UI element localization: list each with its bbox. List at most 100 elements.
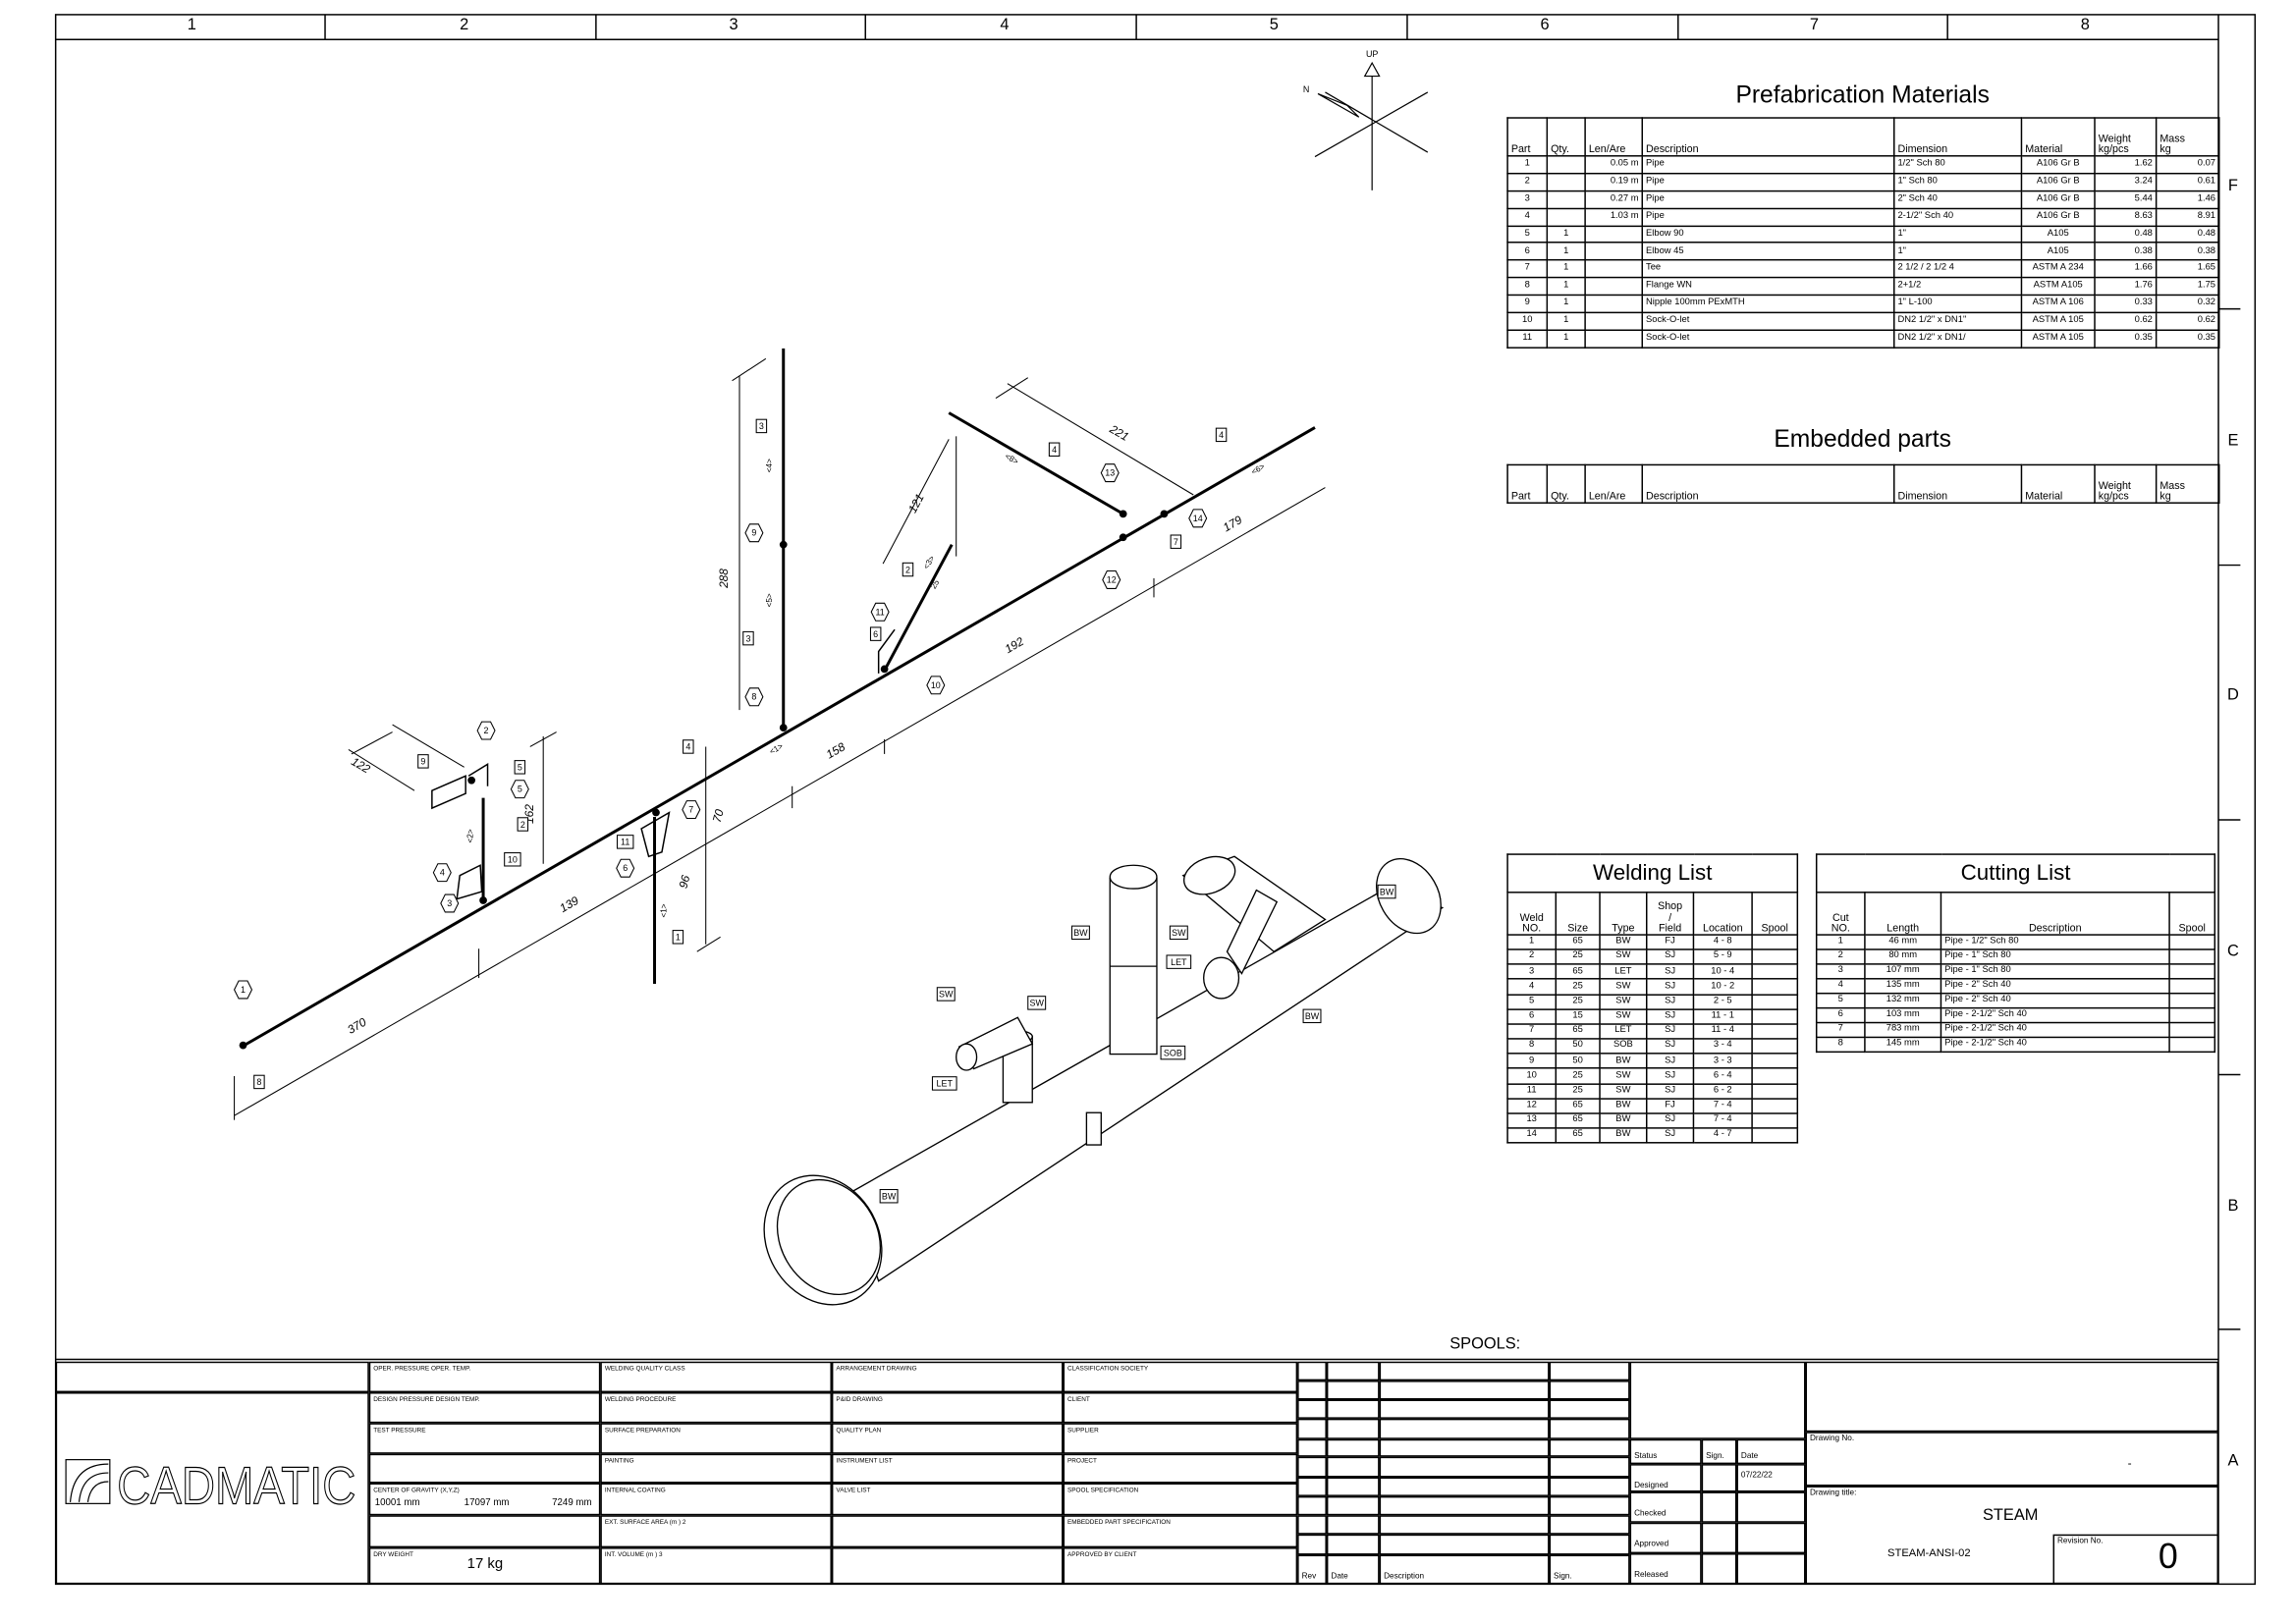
column-header: Length: [1864, 892, 1942, 936]
table-cell: 7: [1815, 1021, 1866, 1039]
weld-balloon: 7: [682, 800, 701, 820]
drawing-title-label: Drawing title:: [1809, 1489, 1857, 1498]
table-cell: 3: [1506, 963, 1558, 981]
column-header: Weld NO.: [1506, 892, 1558, 936]
part-tag-number: 10: [508, 855, 518, 865]
grid-row-label: B: [2227, 1197, 2239, 1216]
part-tag-number: 4: [1219, 430, 1224, 440]
table-cell: 65: [1555, 1127, 1601, 1144]
column-header: Type: [1599, 892, 1648, 936]
model-weld-label: BW: [1302, 1008, 1322, 1024]
title-block-field: ARRANGEMENT DRAWING: [831, 1361, 1064, 1393]
table-cell: 1": [1892, 224, 2023, 244]
revision-cell: [1326, 1515, 1380, 1535]
table-cell: 1: [1546, 224, 1586, 244]
table-cell: 0.48: [2155, 224, 2220, 244]
table-cell: 25: [1555, 1067, 1601, 1085]
revision-cell: [1549, 1418, 1630, 1439]
revision-header: Rev: [1297, 1554, 1327, 1585]
table-cell: 10: [1506, 1067, 1558, 1085]
table-cell: A106 Gr B: [2020, 155, 2096, 175]
revision-cell: [1549, 1361, 1630, 1381]
weld-balloon: 5: [510, 780, 529, 799]
column-header: Qty.: [1546, 463, 1586, 504]
status-cell: 07/22/22: [1736, 1464, 1806, 1492]
revision-cell: [1379, 1361, 1550, 1381]
title-block-field: [368, 1515, 601, 1548]
table-title: Cutting List: [1815, 853, 2216, 893]
table-cell: [1584, 277, 1644, 297]
table-cell: 6 - 2: [1692, 1082, 1753, 1100]
revision-cell: [1297, 1477, 1327, 1496]
title-block-field: EXT. SURFACE AREA (m ) 2: [600, 1515, 832, 1548]
table-cell: SJ: [1645, 1023, 1695, 1040]
table-cell: 1: [1506, 155, 1549, 175]
table-cell: 0.62: [2094, 311, 2158, 331]
table-cell: 8: [1506, 277, 1549, 297]
revision-no-cell: Revision No.: [2052, 1534, 2219, 1585]
title-block-field: [368, 1453, 601, 1484]
revision-cell: [1549, 1438, 1630, 1457]
grid-column-label: 1: [187, 16, 196, 34]
title-block-field: SUPPLIER: [1063, 1423, 1298, 1454]
column-header: Part: [1506, 117, 1549, 157]
table-cell: 5: [1506, 224, 1549, 244]
title-block-field: [831, 1547, 1064, 1585]
table-cell: 1.66: [2094, 259, 2158, 279]
table-cell: 1.46: [2155, 189, 2220, 209]
weld-balloon-number: 5: [518, 785, 522, 794]
table-cell: [1751, 1023, 1799, 1040]
table-cell: 2: [1506, 948, 1558, 966]
table-cell: 5 - 9: [1692, 948, 1753, 966]
size-tag: <1>: [768, 741, 785, 756]
part-tag: 3: [755, 418, 768, 434]
table-cell: 65: [1555, 934, 1601, 950]
size-tag: <4>: [765, 459, 774, 472]
revision-no-label: Revision No.: [2056, 1537, 2104, 1546]
table-cell: ASTM A 234: [2020, 259, 2096, 279]
dimension-label: 221: [1107, 421, 1131, 444]
model-weld-label: BW: [1377, 884, 1396, 899]
title-block-field: SURFACE PREPARATION: [600, 1423, 832, 1454]
table-cell: 783 mm: [1864, 1021, 1942, 1039]
table-cell: FJ: [1645, 934, 1695, 950]
weld-balloon: 10: [926, 676, 946, 695]
status-cell: [1736, 1491, 1806, 1523]
revision-no-value: 0: [2158, 1537, 2178, 1577]
status-cell: Date: [1736, 1438, 1806, 1465]
table-cell: [1751, 1127, 1799, 1144]
status-cell: [1736, 1522, 1806, 1554]
table-cell: 4 - 7: [1692, 1127, 1753, 1144]
table-cell: 11 - 1: [1692, 1008, 1753, 1025]
table-cell: SJ: [1645, 1112, 1695, 1129]
column-header: Len/Are: [1584, 463, 1644, 504]
grid-row-label: D: [2226, 686, 2239, 705]
grid-row-label: C: [2226, 943, 2239, 961]
table-cell: Pipe - 2-1/2" Sch 40: [1940, 1036, 2170, 1054]
table-cell: 8: [1506, 1038, 1558, 1055]
model-weld-label-text: LET: [1171, 957, 1187, 967]
column-header: Len/Are: [1584, 117, 1644, 157]
part-tag: 7: [1170, 534, 1182, 549]
grid-row-label: A: [2227, 1452, 2239, 1471]
table-cell: 3 - 3: [1692, 1053, 1753, 1070]
table-cell: 10 - 2: [1692, 978, 1753, 996]
column-header: Weight kg/pcs: [2094, 463, 2158, 504]
table-cell: BW: [1599, 1097, 1648, 1114]
table-cell: ASTM A 105: [2020, 329, 2096, 349]
revision-cell: [1326, 1456, 1380, 1478]
dimension-label: 370: [345, 1015, 369, 1037]
weld-balloon-number: 11: [876, 607, 885, 617]
title-block-field: TEST PRESSURE: [368, 1423, 601, 1454]
revision-cell: [1379, 1534, 1550, 1555]
table-cell: 4: [1815, 978, 1866, 995]
table-cell: 4 - 8: [1692, 934, 1753, 950]
